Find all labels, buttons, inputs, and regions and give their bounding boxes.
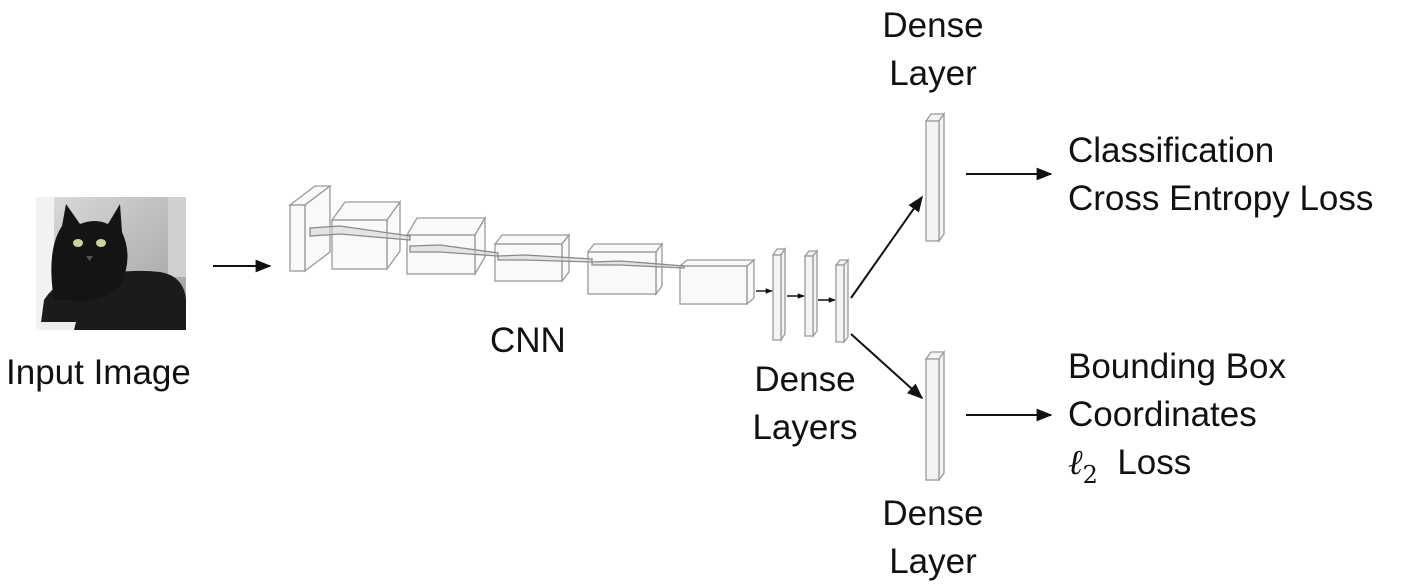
cnn-block-6 (678, 258, 756, 306)
arrow-to-top-dense (850, 195, 923, 299)
dense-layer-bottom-label: Dense Layer (882, 494, 984, 581)
bbox-label: Bounding Box Coordinates ℓ2 Loss (1068, 343, 1286, 499)
cnn-block-5 (586, 242, 664, 296)
input-image-label: Input Image (6, 353, 191, 392)
cnn-block-3 (405, 215, 487, 277)
classification-label: Classification Cross Entropy Loss (1068, 131, 1374, 218)
l2-loss-label: ℓ2 Loss (1068, 443, 1192, 489)
dense-layers-stack (771, 246, 850, 344)
dense-layer-top (924, 111, 946, 244)
dense-layer-top-label: Dense Layer (882, 6, 984, 93)
dense-layers-label: Dense Layers (752, 360, 858, 447)
input-image-thumbnail (36, 197, 186, 330)
cnn-label: CNN (490, 321, 566, 360)
dense-layer-bottom (924, 349, 946, 483)
arrow-to-bottom-dense (850, 333, 924, 400)
cnn-block-stack (288, 184, 756, 306)
cnn-block-4 (493, 233, 571, 283)
